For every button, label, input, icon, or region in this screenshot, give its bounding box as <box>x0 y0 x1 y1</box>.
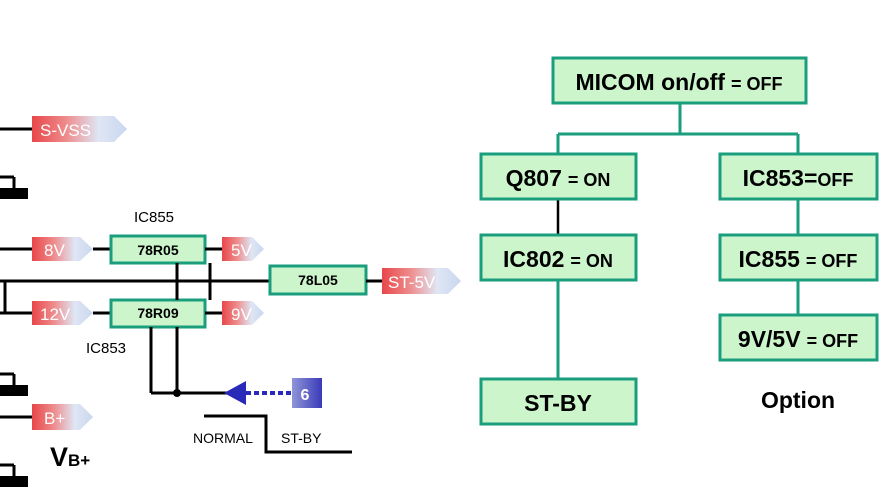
power-circuit: S-VSS 8V IC855 78R05 5V 78L05 <box>0 116 461 487</box>
9v-arrow: 9V <box>222 301 264 325</box>
micom-text: MICOM on/off= OFF <box>576 69 783 95</box>
8v-label: 8V <box>44 241 65 260</box>
ic853-label: IC853 <box>86 340 126 357</box>
s-vss-label: S-VSS <box>40 121 91 140</box>
q807-text: Q807= ON <box>506 165 611 191</box>
ic853-state-text: IC853=OFF <box>743 165 854 191</box>
12v-arrow: 12V <box>32 301 93 325</box>
ground-symbol <box>0 463 28 487</box>
ic802-text: IC802= ON <box>503 246 613 272</box>
ic855-label: IC855 <box>134 209 174 226</box>
marker-number: 6 <box>301 387 310 404</box>
control-tree: MICOM on/off= OFF Q807= ON IC853=OFF IC8… <box>479 56 879 426</box>
vb-label: VB+ <box>50 442 90 472</box>
8v-arrow: 8V <box>32 237 93 261</box>
ic853-box <box>109 298 207 329</box>
9v-label: 9V <box>231 305 252 324</box>
ic855-state-text: IC855= OFF <box>739 246 858 272</box>
12v-label: 12V <box>40 305 71 324</box>
normal-label: NORMAL <box>193 430 253 446</box>
ground-symbol <box>0 175 28 199</box>
standby-label: ST-BY <box>281 430 322 446</box>
ic855-box <box>109 234 207 265</box>
s-vss-arrow: S-VSS <box>32 116 127 142</box>
option-label: Option <box>761 387 835 413</box>
ic853-part: 78R09 <box>137 305 178 321</box>
ic-78l05-box <box>268 264 368 296</box>
bplus-label: B+ <box>44 409 65 428</box>
ic853-state-box <box>718 152 879 201</box>
micom-box <box>551 56 808 105</box>
ic-78l05-part: 78L05 <box>298 272 338 288</box>
9v5v-text: 9V/5V= OFF <box>738 326 858 352</box>
junction-dot <box>173 389 181 397</box>
5v-arrow: 5V <box>222 237 264 261</box>
9v5v-box <box>718 313 879 362</box>
st-5v-label: ST-5V <box>388 273 436 292</box>
ic855-part: 78R05 <box>137 242 178 258</box>
ic802-box <box>479 233 638 282</box>
5v-label: 5V <box>231 241 252 260</box>
q807-box <box>479 152 638 201</box>
ground-symbol <box>0 372 28 396</box>
stby-text: ST-BY <box>524 390 592 416</box>
control-marker-arrow: 6 <box>224 378 322 408</box>
stby-box <box>479 377 638 426</box>
st-5v-arrow: ST-5V <box>382 268 461 294</box>
mode-step-line <box>204 414 352 454</box>
ic855-state-box <box>718 233 879 282</box>
bplus-arrow: B+ <box>32 404 93 430</box>
